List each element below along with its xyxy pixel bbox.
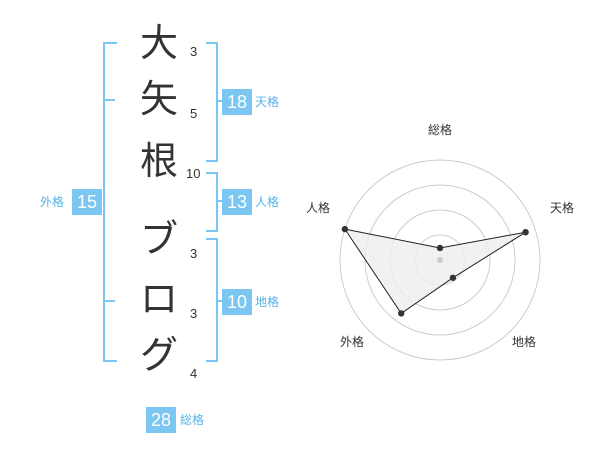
jinkaku-value-badge: 13 [222, 189, 252, 215]
name-char: ロ [139, 277, 178, 321]
radar-chart: 総格 天格 地格 外格 人格 [306, 122, 574, 361]
stroke-count: 4 [190, 366, 198, 381]
bracket-tick [103, 99, 115, 101]
radar-label-gaikaku: 外格 [340, 334, 364, 349]
radar-point [449, 274, 457, 281]
radar-label-soukaku: 総格 [428, 122, 452, 137]
gaikaku-bracket [103, 42, 117, 362]
chikaku-label: 地格 [255, 295, 280, 309]
name-char: ブ [139, 217, 178, 261]
chikaku-bracket [206, 238, 218, 362]
radar-points [341, 225, 529, 317]
chikaku-value-badge: 10 [222, 289, 252, 315]
stroke-count: 3 [190, 246, 198, 261]
radar-ring [339, 159, 541, 361]
stroke-count: 5 [190, 106, 198, 121]
name-char: 根 [139, 139, 178, 183]
tenkaku-stub [218, 100, 222, 102]
gaikaku-value-badge: 15 [72, 189, 102, 215]
bracket-tick [103, 300, 115, 302]
tenkaku-label: 天格 [255, 95, 280, 109]
radar-point [341, 225, 349, 233]
radar-polygon [343, 228, 526, 315]
jinkaku-label: 人格 [255, 195, 280, 209]
radar-point [522, 228, 529, 236]
stroke-count: 3 [190, 306, 198, 321]
tenkaku-value-badge: 18 [222, 89, 252, 115]
name-char: グ [139, 333, 178, 377]
radar-point [398, 310, 405, 317]
radar-label-tenkaku: 天格 [550, 200, 574, 215]
soukaku-label: 総格 [180, 413, 205, 427]
radar-label-jinkaku: 人格 [306, 200, 330, 215]
gaikaku-label: 外格 [40, 195, 65, 209]
jinkaku-bracket [206, 172, 218, 232]
name-char: 大 [139, 21, 178, 65]
chikaku-stub [218, 300, 222, 302]
radar-point [436, 244, 444, 252]
jinkaku-stub [218, 200, 222, 202]
stroke-count: 10 [186, 166, 201, 181]
radar-center-dot [437, 257, 443, 263]
stroke-count: 3 [190, 44, 198, 59]
tenkaku-bracket [206, 42, 218, 162]
radar-label-chikaku: 地格 [512, 334, 536, 349]
name-char: 矢 [139, 77, 178, 121]
soukaku-value-badge: 28 [146, 407, 176, 433]
